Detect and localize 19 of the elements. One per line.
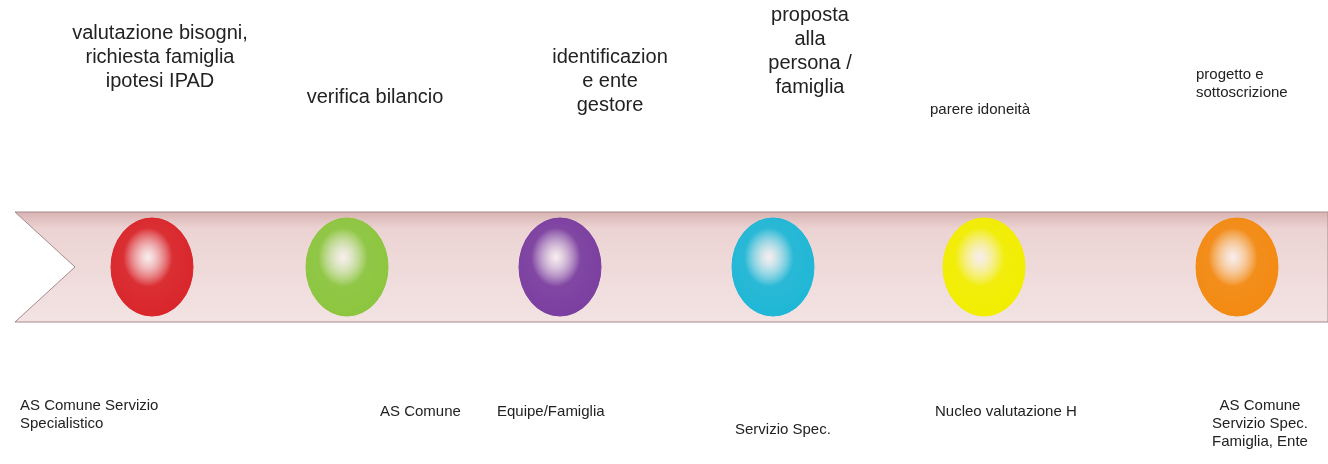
responsible-label: AS Comune Servizio Spec. Famiglia, Ente	[1211, 396, 1309, 450]
step-circle	[518, 217, 602, 317]
responsible-label: AS Comune Servizio Specialistico	[20, 396, 160, 432]
responsible-label: Nucleo valutazione H	[935, 402, 1078, 420]
step-title: proposta alla persona / famiglia	[767, 2, 853, 98]
responsible-label: Equipe/Famiglia	[497, 402, 606, 420]
step-title: progetto e sottoscrizione	[1196, 65, 1289, 101]
responsible-label: AS Comune	[380, 402, 462, 420]
step-circle	[731, 217, 815, 317]
step-circle	[305, 217, 389, 317]
step-circle	[110, 217, 194, 317]
responsible-label: Servizio Spec.	[735, 420, 832, 438]
timeline-band	[15, 212, 1328, 322]
step-circle	[1195, 217, 1279, 317]
step-title: valutazione bisogni, richiesta famiglia ipotesi IPAD	[71, 20, 249, 92]
step-title: identificazion e ente gestore	[551, 44, 669, 116]
step-title: parere idoneità	[930, 100, 1032, 118]
step-title: verifica bilancio	[305, 84, 445, 108]
step-circle	[942, 217, 1026, 317]
